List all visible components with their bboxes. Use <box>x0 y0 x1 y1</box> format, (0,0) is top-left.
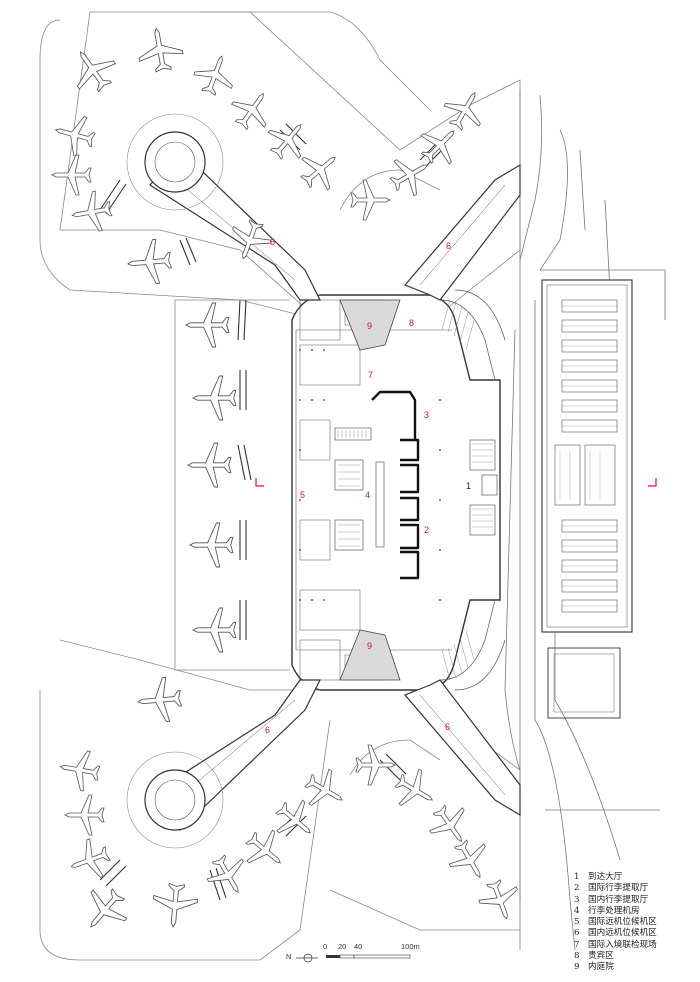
pier-ne <box>403 163 521 301</box>
zone-8-label: 8 <box>409 318 414 328</box>
zone-9-top-label: 9 <box>367 321 372 331</box>
pier-se <box>403 679 521 817</box>
pier-sw <box>126 679 321 849</box>
zone-9-bottom-label: 9 <box>367 641 372 651</box>
scale-tick-100m: 100m <box>401 942 420 951</box>
north-label: N <box>286 952 292 961</box>
parking-structure <box>541 279 633 719</box>
zone-7-label: 7 <box>368 370 373 380</box>
zone-4-label: 4 <box>365 490 370 500</box>
scale-tick-40: 40 <box>354 942 363 951</box>
pier-nw <box>126 113 321 301</box>
scale-tick-20: 20 <box>338 942 347 951</box>
main-terminal <box>291 289 506 691</box>
zone-1-label: 1 <box>466 481 471 491</box>
scale-bar: N 0 20 40 100m <box>286 942 426 976</box>
landside-roads <box>504 90 666 951</box>
zone-6-nw-label: 6 <box>270 237 275 247</box>
inner-courtyards <box>339 299 401 681</box>
zone-6-ne-label: 6 <box>446 241 451 251</box>
zone-5-label: 5 <box>300 490 305 500</box>
zone-6-se-label: 6 <box>445 722 450 732</box>
zone-2-label: 2 <box>424 525 429 535</box>
section-markers <box>255 478 657 487</box>
zone-3-label: 3 <box>424 410 429 420</box>
scale-tick-0: 0 <box>323 942 328 951</box>
zone-6-sw-label: 6 <box>265 725 270 735</box>
